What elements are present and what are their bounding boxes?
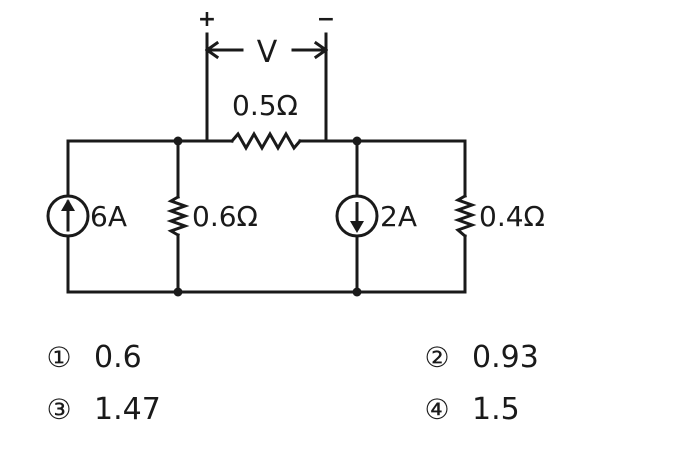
voltage-label: V xyxy=(257,35,278,70)
junction-dot xyxy=(173,287,183,297)
shunt-resistor-right xyxy=(453,193,477,239)
junction-dot xyxy=(173,136,183,146)
shunt-right-label: 0.4Ω xyxy=(479,200,545,233)
junction-dot xyxy=(352,287,362,297)
choice-4[interactable]: ④ 1.5 xyxy=(420,392,520,427)
choice-marker: ① xyxy=(46,341,72,374)
choice-value: 1.47 xyxy=(94,392,161,427)
choice-marker: ④ xyxy=(424,393,450,426)
plus-sign: + xyxy=(198,7,216,32)
current-source-left xyxy=(46,194,90,238)
arrow-up-head xyxy=(61,199,75,211)
choice-marker: ② xyxy=(424,341,450,374)
choice-2[interactable]: ② 0.93 xyxy=(420,340,539,375)
series-resistor-label: 0.5Ω xyxy=(232,89,298,122)
source-right-label: 2A xyxy=(380,200,417,233)
choice-3[interactable]: ③ 1.47 xyxy=(42,392,161,427)
voltage-arrow-left xyxy=(204,40,244,60)
shunt-left-label: 0.6Ω xyxy=(192,200,258,233)
choice-1[interactable]: ① 0.6 xyxy=(42,340,142,375)
choice-value: 0.6 xyxy=(94,340,142,375)
choice-marker: ③ xyxy=(46,393,72,426)
voltage-arrow-right xyxy=(291,40,329,60)
source-left-label: 6A xyxy=(90,200,127,233)
choice-value: 0.93 xyxy=(472,340,539,375)
series-resistor xyxy=(229,130,303,152)
junction-dot xyxy=(352,136,362,146)
choice-value: 1.5 xyxy=(472,392,520,427)
minus-sign: − xyxy=(317,7,335,32)
current-source-right xyxy=(335,194,379,238)
shunt-resistor-left xyxy=(166,194,190,238)
arrow-down-head xyxy=(350,221,364,233)
